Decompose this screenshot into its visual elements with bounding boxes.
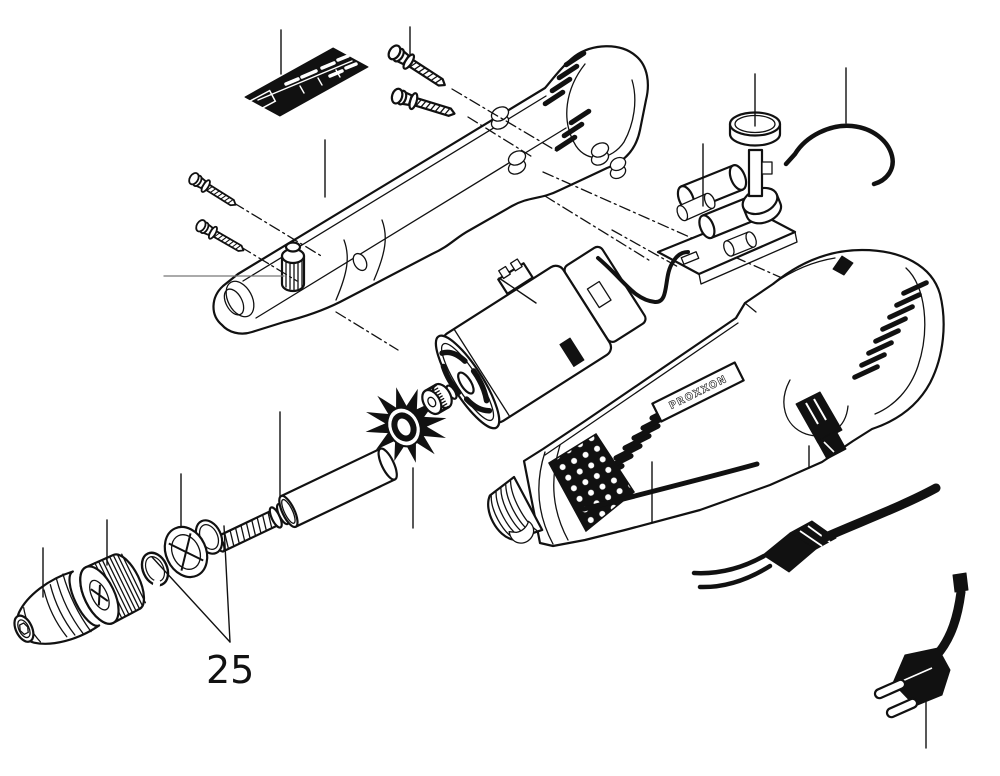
pinion-gear	[421, 382, 453, 416]
power-switch	[795, 391, 847, 460]
plug-pin	[873, 678, 907, 700]
collet-nut	[79, 553, 147, 625]
chuck	[13, 570, 101, 645]
resistor	[723, 231, 757, 257]
housing-nose-ring	[223, 288, 245, 316]
housing-rib	[335, 239, 348, 301]
lock-button	[832, 255, 854, 276]
lead-wire	[697, 563, 773, 590]
spindle-lock-button	[280, 241, 306, 293]
body-groove	[581, 461, 760, 512]
cord-edge-piece	[952, 572, 969, 593]
speed-control-board	[656, 111, 798, 285]
upper-housing-shell	[212, 45, 649, 335]
cord-lower	[931, 587, 966, 661]
motor-vent-slots	[439, 349, 493, 414]
power-cord	[691, 483, 969, 719]
motor-wire	[596, 250, 690, 304]
cord-upper	[821, 483, 941, 542]
screw-boss	[490, 106, 627, 180]
plug-pin	[885, 697, 919, 719]
part-25-leaders	[151, 525, 231, 643]
grip-dot-patch	[548, 432, 635, 533]
lead-wire	[691, 553, 767, 576]
leader-lines	[42, 26, 927, 749]
rear-vent-slots	[852, 280, 929, 380]
speed-dial-stem	[747, 148, 773, 198]
housing-vent-slots	[542, 50, 592, 152]
snap-ring	[140, 551, 170, 595]
motor-terminal	[497, 258, 534, 295]
nose-collar	[538, 444, 569, 545]
instruction-label	[244, 47, 369, 117]
tool-body: PROXXON	[487, 248, 945, 548]
mains-plug	[873, 647, 951, 719]
ball-bearing	[163, 525, 209, 579]
assembly-axis-lines	[233, 88, 783, 351]
part-number-callout: 25	[206, 648, 254, 692]
nose-threads	[487, 475, 544, 544]
resistor	[676, 192, 716, 222]
motor-brush-window	[559, 337, 585, 367]
cable-clip	[783, 123, 895, 187]
